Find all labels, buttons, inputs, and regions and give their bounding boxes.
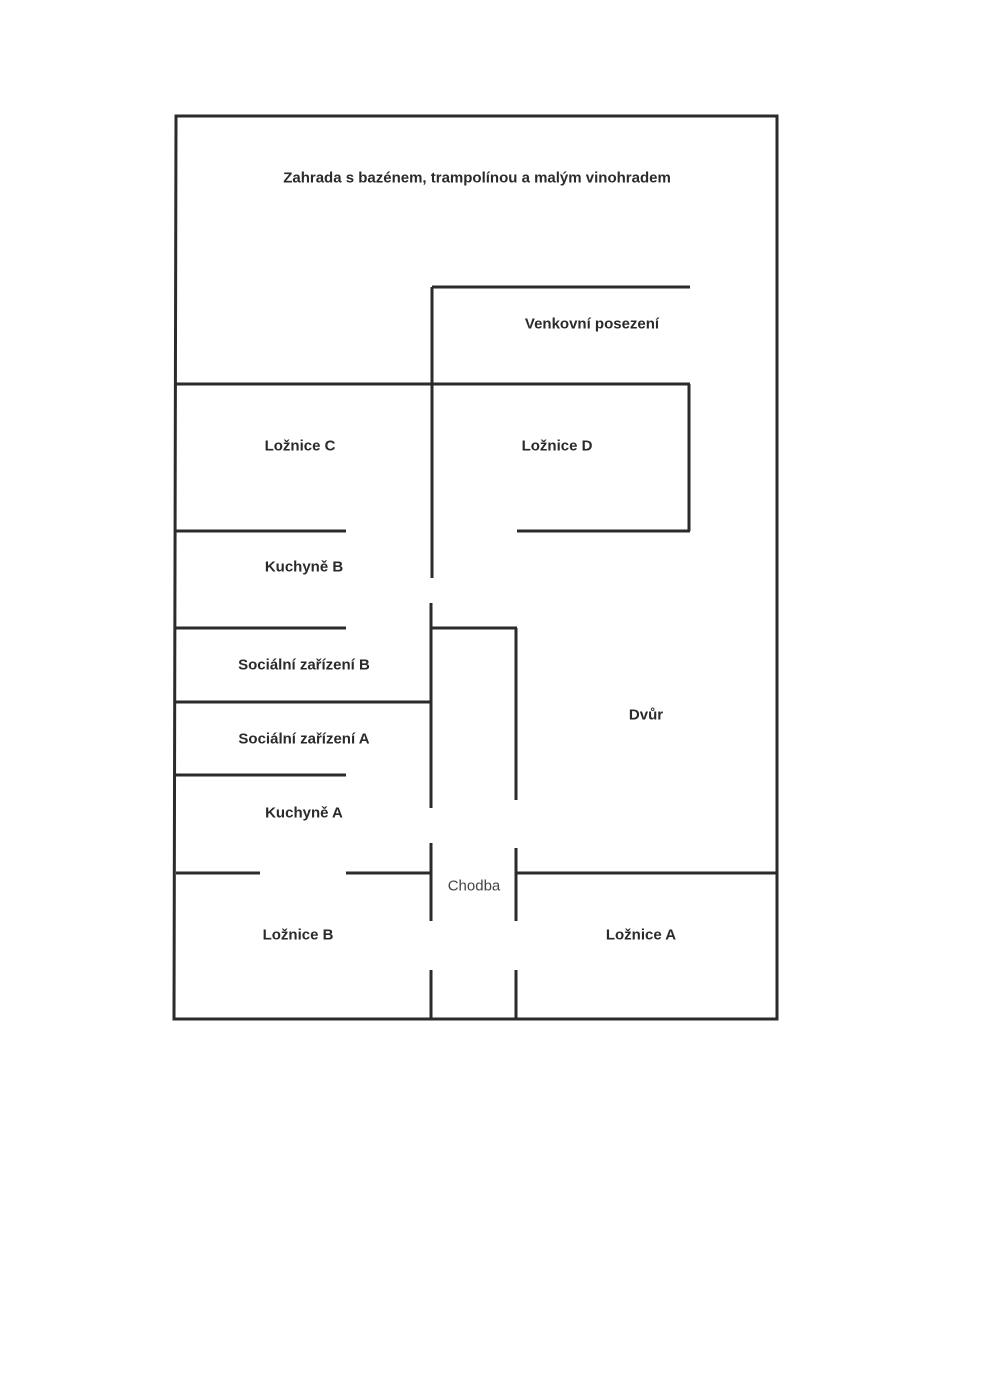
room-label-garden: Zahrada s bazénem, trampolínou a malým v… (283, 169, 671, 187)
room-label-bedroom-c: Ložnice C (264, 437, 336, 455)
room-label-courtyard: Dvůr (628, 706, 664, 724)
room-label-bedroom-b: Ložnice B (262, 926, 334, 944)
room-label-bathroom-b: Sociální zařízení B (238, 656, 370, 674)
room-label-bedroom-a: Ložnice A (605, 926, 677, 944)
room-label-bedroom-d: Ložnice D (521, 437, 593, 455)
room-label-kitchen-a: Kuchyně A (265, 804, 343, 822)
room-label-kitchen-b: Kuchyně B (264, 558, 344, 576)
room-label-corridor: Chodba (447, 877, 501, 895)
room-label-bathroom-a: Sociální zařízení A (238, 730, 370, 748)
room-label-outdoor-seating: Venkovní posezení (524, 315, 660, 333)
walls (172, 114, 779, 1021)
